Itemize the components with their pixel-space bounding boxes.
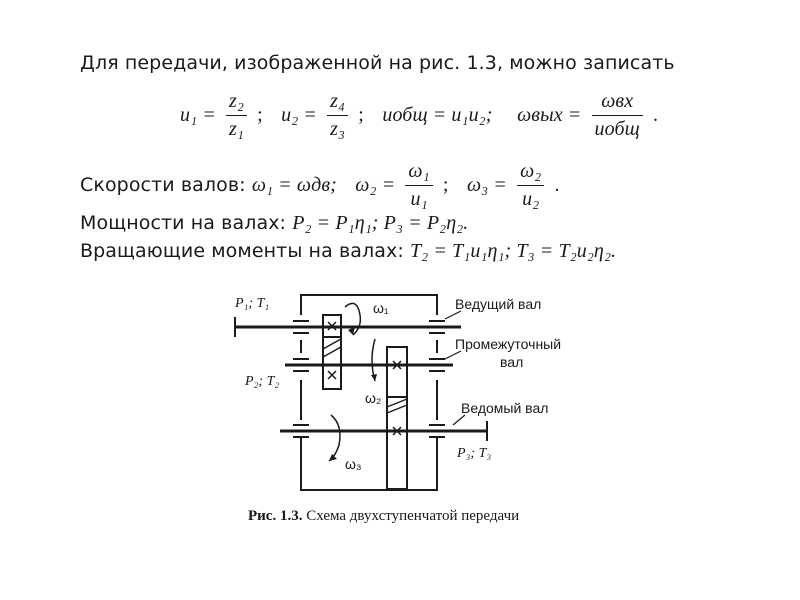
shaft-speeds: Скорости валов: ω₁ = ωдв; ω₂ = ω₁ u₁ ; ω… [80, 160, 560, 211]
intermediate-shaft-label: Промежуточный [455, 336, 561, 352]
u2-denominator: z₃ [330, 118, 346, 140]
omega3-lhs: ω₃ = [466, 174, 507, 196]
torques-line: Вращающие моменты на валах: T₂ = T₁u₁η₁;… [80, 240, 616, 263]
torques-expr: T₂ = T₁u₁η₁; T₃ = T₂u₂η₂. [409, 240, 617, 262]
gear-mark [327, 321, 337, 331]
powers-expr: P₂ = P₁η₁; P₃ = P₂η₂. [292, 212, 469, 234]
caption-label: Рис. 1.3. [248, 508, 303, 524]
housing-bottom [300, 437, 438, 491]
omega1-arrow [344, 302, 362, 336]
gear-z3 [386, 346, 408, 398]
gear-z2 [322, 336, 342, 390]
u1-denominator: z₁ [229, 118, 244, 140]
u2-lhs: u₂ = [281, 104, 318, 126]
omega2-denominator: u₁ [410, 188, 428, 210]
omega3-arrow [328, 414, 341, 462]
u1-lhs: u₁ = [180, 104, 216, 126]
powers-line: Мощности на валах: P₂ = P₁η₁; P₃ = P₂η₂. [80, 212, 468, 235]
p1t1-label: P₁; T₁ [234, 296, 269, 311]
gear-mark [392, 360, 402, 370]
u1-fraction: z₂ z₁ [226, 90, 247, 141]
omega2-fraction: ω₁ u₁ [405, 160, 433, 211]
omega-out-lhs: ωвых = [517, 104, 582, 126]
driven-shaft-label: Ведомый вал [461, 400, 548, 416]
caption-text: Схема двухступенчатой передачи [306, 508, 520, 524]
ratio-formulas: u₁ = z₂ z₁ ; u₂ = z₄ z₃ ; uобщ = u₁u₂; ω… [180, 90, 658, 141]
omega2-numerator: ω₁ [405, 160, 433, 186]
separator: ; [257, 104, 263, 126]
gear-mark [392, 426, 402, 436]
omega1-label: ω₁ [373, 300, 389, 316]
separator: ; [442, 174, 449, 196]
lead-shaft-label: Ведущий вал [455, 296, 541, 312]
omega-out-denominator: uобщ [594, 118, 640, 140]
omega-out-fraction: ωвх uобщ [591, 90, 643, 141]
total-ratio: uобщ = u₁u₂; [382, 104, 493, 126]
figure-caption: Рис. 1.3. Схема двухступенчатой передачи [248, 508, 519, 525]
speeds-label: Скорости валов: [80, 174, 246, 196]
u2-numerator: z₄ [327, 90, 349, 116]
p3t3-label: P₃; T₃ [456, 446, 491, 461]
omega3-fraction: ω₂ u₂ [517, 160, 545, 211]
torques-label: Вращающие моменты на валах: [80, 240, 404, 262]
omega3-label: ω₃ [345, 456, 362, 472]
u1-numerator: z₂ [226, 90, 247, 116]
intermediate-shaft-label-2: вал [500, 354, 523, 370]
omega1-expr: ω₁ = ωдв; [251, 174, 337, 196]
omega2-label: ω₂ [365, 390, 381, 406]
omega2-lhs: ω₂ = [355, 174, 396, 196]
omega3-denominator: u₂ [522, 188, 540, 210]
omega-out-numerator: ωвх [591, 90, 643, 116]
period: . [554, 174, 560, 196]
p2t2-label: P₂; T₂ [244, 374, 279, 389]
omega3-numerator: ω₂ [517, 160, 545, 186]
gear-z4 [386, 396, 408, 490]
separator: ; [358, 104, 364, 126]
period: . [652, 104, 659, 126]
housing-top [300, 294, 438, 315]
gear-mark [327, 370, 337, 380]
powers-label: Мощности на валах: [80, 212, 287, 234]
gearbox-diagram: P₁; T₁ P₂; T₂ P₃; T₃ ω₁ ω₂ ω₃ Ведущий ва… [234, 294, 561, 491]
u2-fraction: z₄ z₃ [327, 90, 349, 141]
intro-text: Для передачи, изображенной на рис. 1.3, … [80, 52, 675, 74]
